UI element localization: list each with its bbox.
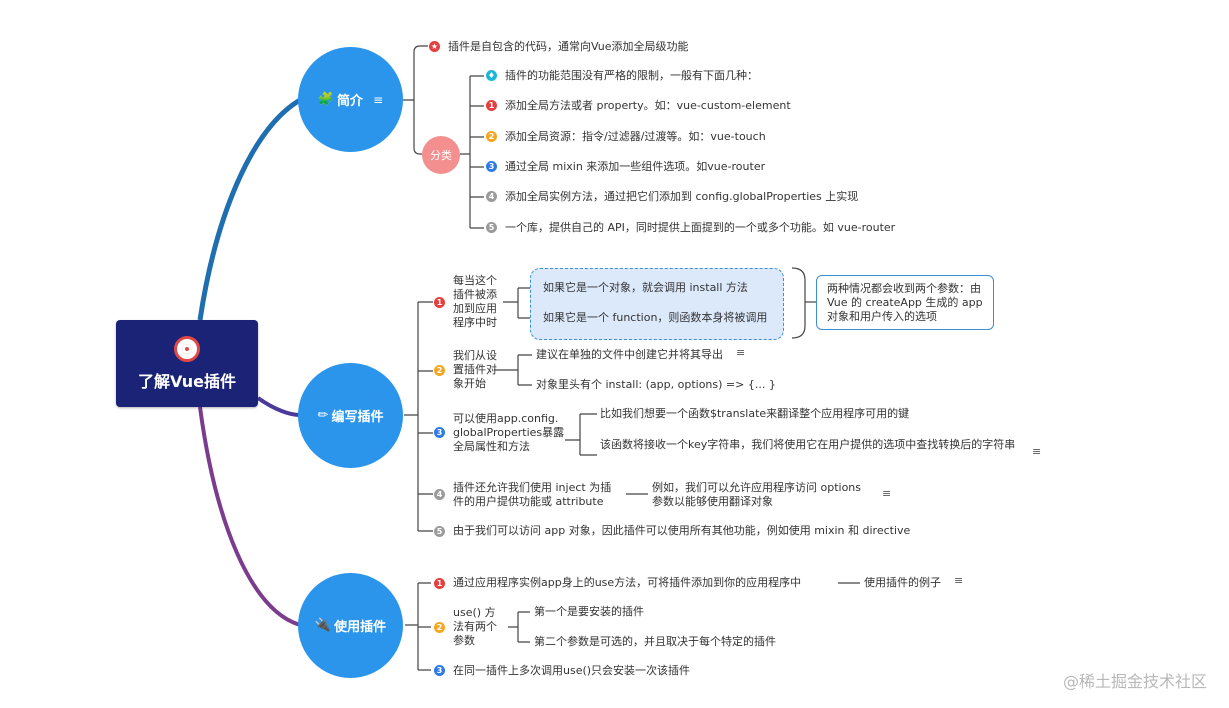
badge-1-icon: 1 bbox=[434, 297, 445, 308]
badge-2-icon: 2 bbox=[486, 131, 497, 142]
badge-2-icon: 2 bbox=[434, 622, 445, 633]
pencil-icon: ✏ bbox=[317, 408, 329, 423]
category-item[interactable]: 添加全局资源：指令/过滤器/过渡等。如：vue-touch bbox=[505, 130, 766, 143]
bulb-icon: ♦ bbox=[486, 70, 497, 81]
intro-node[interactable]: 🧩 简介 ≡ bbox=[298, 47, 403, 152]
badge-4-icon: 4 bbox=[434, 489, 445, 500]
category-item[interactable]: 添加全局实例方法，通过把它们添加到 config.globalPropertie… bbox=[505, 190, 859, 203]
target-icon bbox=[174, 335, 200, 362]
notes-icon[interactable]: ≡ bbox=[954, 574, 964, 587]
write-item[interactable]: 可以使用app.config.globalProperties暴露全局属性和方法 bbox=[453, 412, 565, 453]
write-item[interactable]: 我们从设置插件对象开始 bbox=[453, 349, 497, 390]
badge-3-icon: 3 bbox=[486, 161, 497, 172]
category-node[interactable]: 分类 bbox=[422, 136, 460, 174]
intro-item[interactable]: 插件是自包含的代码，通常向Vue添加全局级功能 bbox=[448, 40, 689, 53]
write-item[interactable]: 插件还允许我们使用 inject 为插件的用户提供功能或 attribute bbox=[453, 481, 612, 508]
use-label: 使用插件 bbox=[334, 620, 387, 635]
category-header[interactable]: 插件的功能范围没有严格的限制，一般有下面几种： bbox=[505, 69, 758, 82]
notes-icon[interactable]: ≡ bbox=[373, 92, 384, 107]
badge-4-icon: 4 bbox=[486, 191, 497, 202]
dashed-group bbox=[530, 268, 784, 340]
write-subitem[interactable]: 比如我们想要一个函数$translate来翻译整个应用程序可用的键 bbox=[600, 407, 910, 420]
write-subitem[interactable]: 该函数将接收一个key字符串，我们将使用它在用户提供的选项中查找转换后的字符串 bbox=[600, 438, 1016, 451]
star-icon: ★ bbox=[429, 41, 440, 52]
use-subitem[interactable]: 第二个参数是可选的，并且取决于每个特定的插件 bbox=[534, 635, 776, 648]
plug-icon: 🔌 bbox=[314, 618, 332, 633]
category-item[interactable]: 添加全局方法或者 property。如：vue-custom-element bbox=[505, 99, 791, 112]
use-node[interactable]: 🔌 使用插件 bbox=[298, 573, 403, 678]
write-label: 编写插件 bbox=[331, 410, 384, 425]
badge-3-icon: 3 bbox=[434, 427, 445, 438]
category-item[interactable]: 一个库，提供自己的 API，同时提供上面提到的一个或多个功能。如 vue-rou… bbox=[505, 221, 896, 234]
use-subitem[interactable]: 使用插件的例子 bbox=[864, 576, 941, 589]
notes-icon[interactable]: ≡ bbox=[1032, 445, 1042, 458]
use-item[interactable]: 通过应用程序实例app身上的use方法，可将插件添加到你的应用程序中 bbox=[453, 576, 802, 589]
write-subitem[interactable]: 如果它是一个对象，就会调用 install 方法 bbox=[543, 281, 748, 294]
watermark: @稀土掘金技术社区 bbox=[1062, 672, 1207, 691]
write-subitem[interactable]: 如果它是一个 function，则函数本身将被调用 bbox=[543, 311, 768, 324]
badge-5-icon: 5 bbox=[434, 526, 445, 537]
use-subitem[interactable]: 第一个是要安装的插件 bbox=[534, 605, 644, 618]
root-title: 了解Vue插件 bbox=[137, 371, 237, 391]
category-item[interactable]: 通过全局 mixin 来添加一些组件选项。如vue-router bbox=[505, 160, 766, 173]
badge-5-icon: 5 bbox=[486, 222, 497, 233]
write-node[interactable]: ✏ 编写插件 bbox=[298, 363, 403, 468]
write-subitem[interactable]: 建议在单独的文件中创建它并将其导出 bbox=[536, 348, 723, 361]
notes-icon[interactable]: ≡ bbox=[736, 346, 746, 359]
summary-note[interactable]: 两种情况都会收到两个参数：由 Vue 的 createApp 生成的 app 对… bbox=[816, 275, 994, 330]
category-label: 分类 bbox=[430, 149, 452, 162]
intro-label: 简介 bbox=[337, 94, 364, 109]
root-node[interactable]: 了解Vue插件 bbox=[116, 320, 258, 407]
write-subitem[interactable]: 例如，我们可以允许应用程序访问 options 参数以能够使用翻译对象 bbox=[652, 481, 862, 508]
badge-1-icon: 1 bbox=[486, 100, 497, 111]
use-item[interactable]: use() 方法有两个参数 bbox=[453, 606, 497, 647]
write-subitem[interactable]: 对象里头有个 install: (app, options) => {... } bbox=[536, 378, 776, 391]
badge-2-icon: 2 bbox=[434, 365, 445, 376]
use-item[interactable]: 在同一插件上多次调用use()只会安装一次该插件 bbox=[453, 664, 691, 677]
write-item[interactable]: 每当这个插件被添加到应用程序中时 bbox=[453, 274, 497, 329]
badge-3-icon: 3 bbox=[434, 665, 445, 676]
notes-icon[interactable]: ≡ bbox=[882, 487, 892, 500]
write-item[interactable]: 由于我们可以访问 app 对象，因此插件可以使用所有其他功能，例如使用 mixi… bbox=[453, 524, 911, 537]
badge-1-icon: 1 bbox=[434, 578, 445, 589]
puzzle-icon: 🧩 bbox=[317, 92, 335, 107]
